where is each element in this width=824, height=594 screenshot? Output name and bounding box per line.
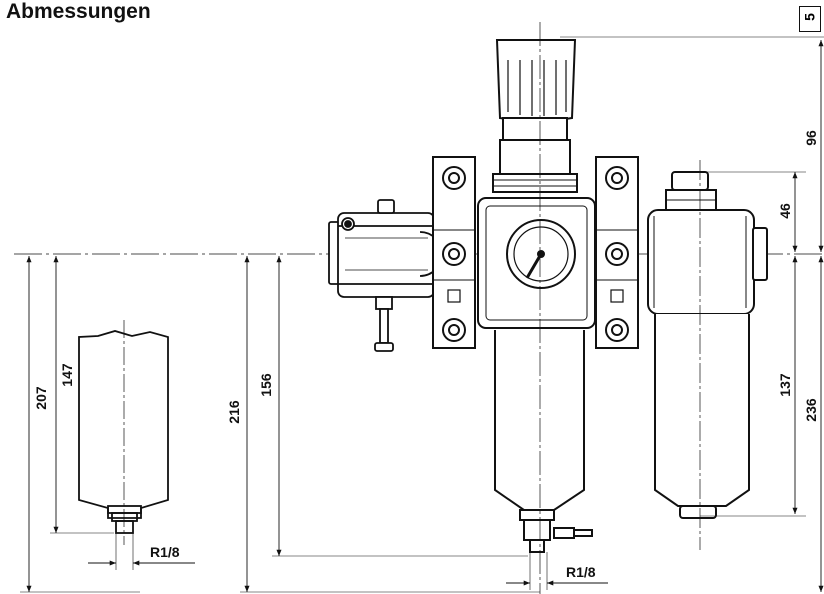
dimension-156 bbox=[240, 256, 540, 593]
page-number-badge: 5 bbox=[799, 6, 821, 32]
dimension-207 bbox=[20, 256, 140, 593]
dimension-137-label: 137 bbox=[777, 373, 793, 397]
page-title: Abmessungen bbox=[6, 0, 151, 23]
dimension-147-label: 147 bbox=[59, 363, 75, 387]
spare-bowl bbox=[78, 320, 169, 545]
right-extension-lines bbox=[560, 36, 824, 517]
dimension-216-label: 216 bbox=[226, 400, 242, 424]
thread-label-left: R1/8 bbox=[150, 544, 180, 560]
dimension-96-label: 96 bbox=[803, 130, 819, 146]
dimension-46-label: 46 bbox=[777, 203, 793, 219]
connector-block-left bbox=[432, 156, 476, 349]
dimension-207-label: 207 bbox=[33, 386, 49, 410]
thread-label-center: R1/8 bbox=[566, 564, 596, 580]
dimension-236-label: 236 bbox=[803, 398, 819, 422]
lubricator bbox=[647, 160, 768, 550]
dimension-147 bbox=[50, 256, 114, 534]
filter-regulator bbox=[477, 39, 596, 553]
dimension-156-label: 156 bbox=[258, 373, 274, 397]
thread-callout-left bbox=[88, 533, 195, 570]
connector-block-right bbox=[595, 156, 639, 349]
thread-callout-center bbox=[506, 552, 608, 590]
shutoff-valve bbox=[328, 199, 443, 352]
